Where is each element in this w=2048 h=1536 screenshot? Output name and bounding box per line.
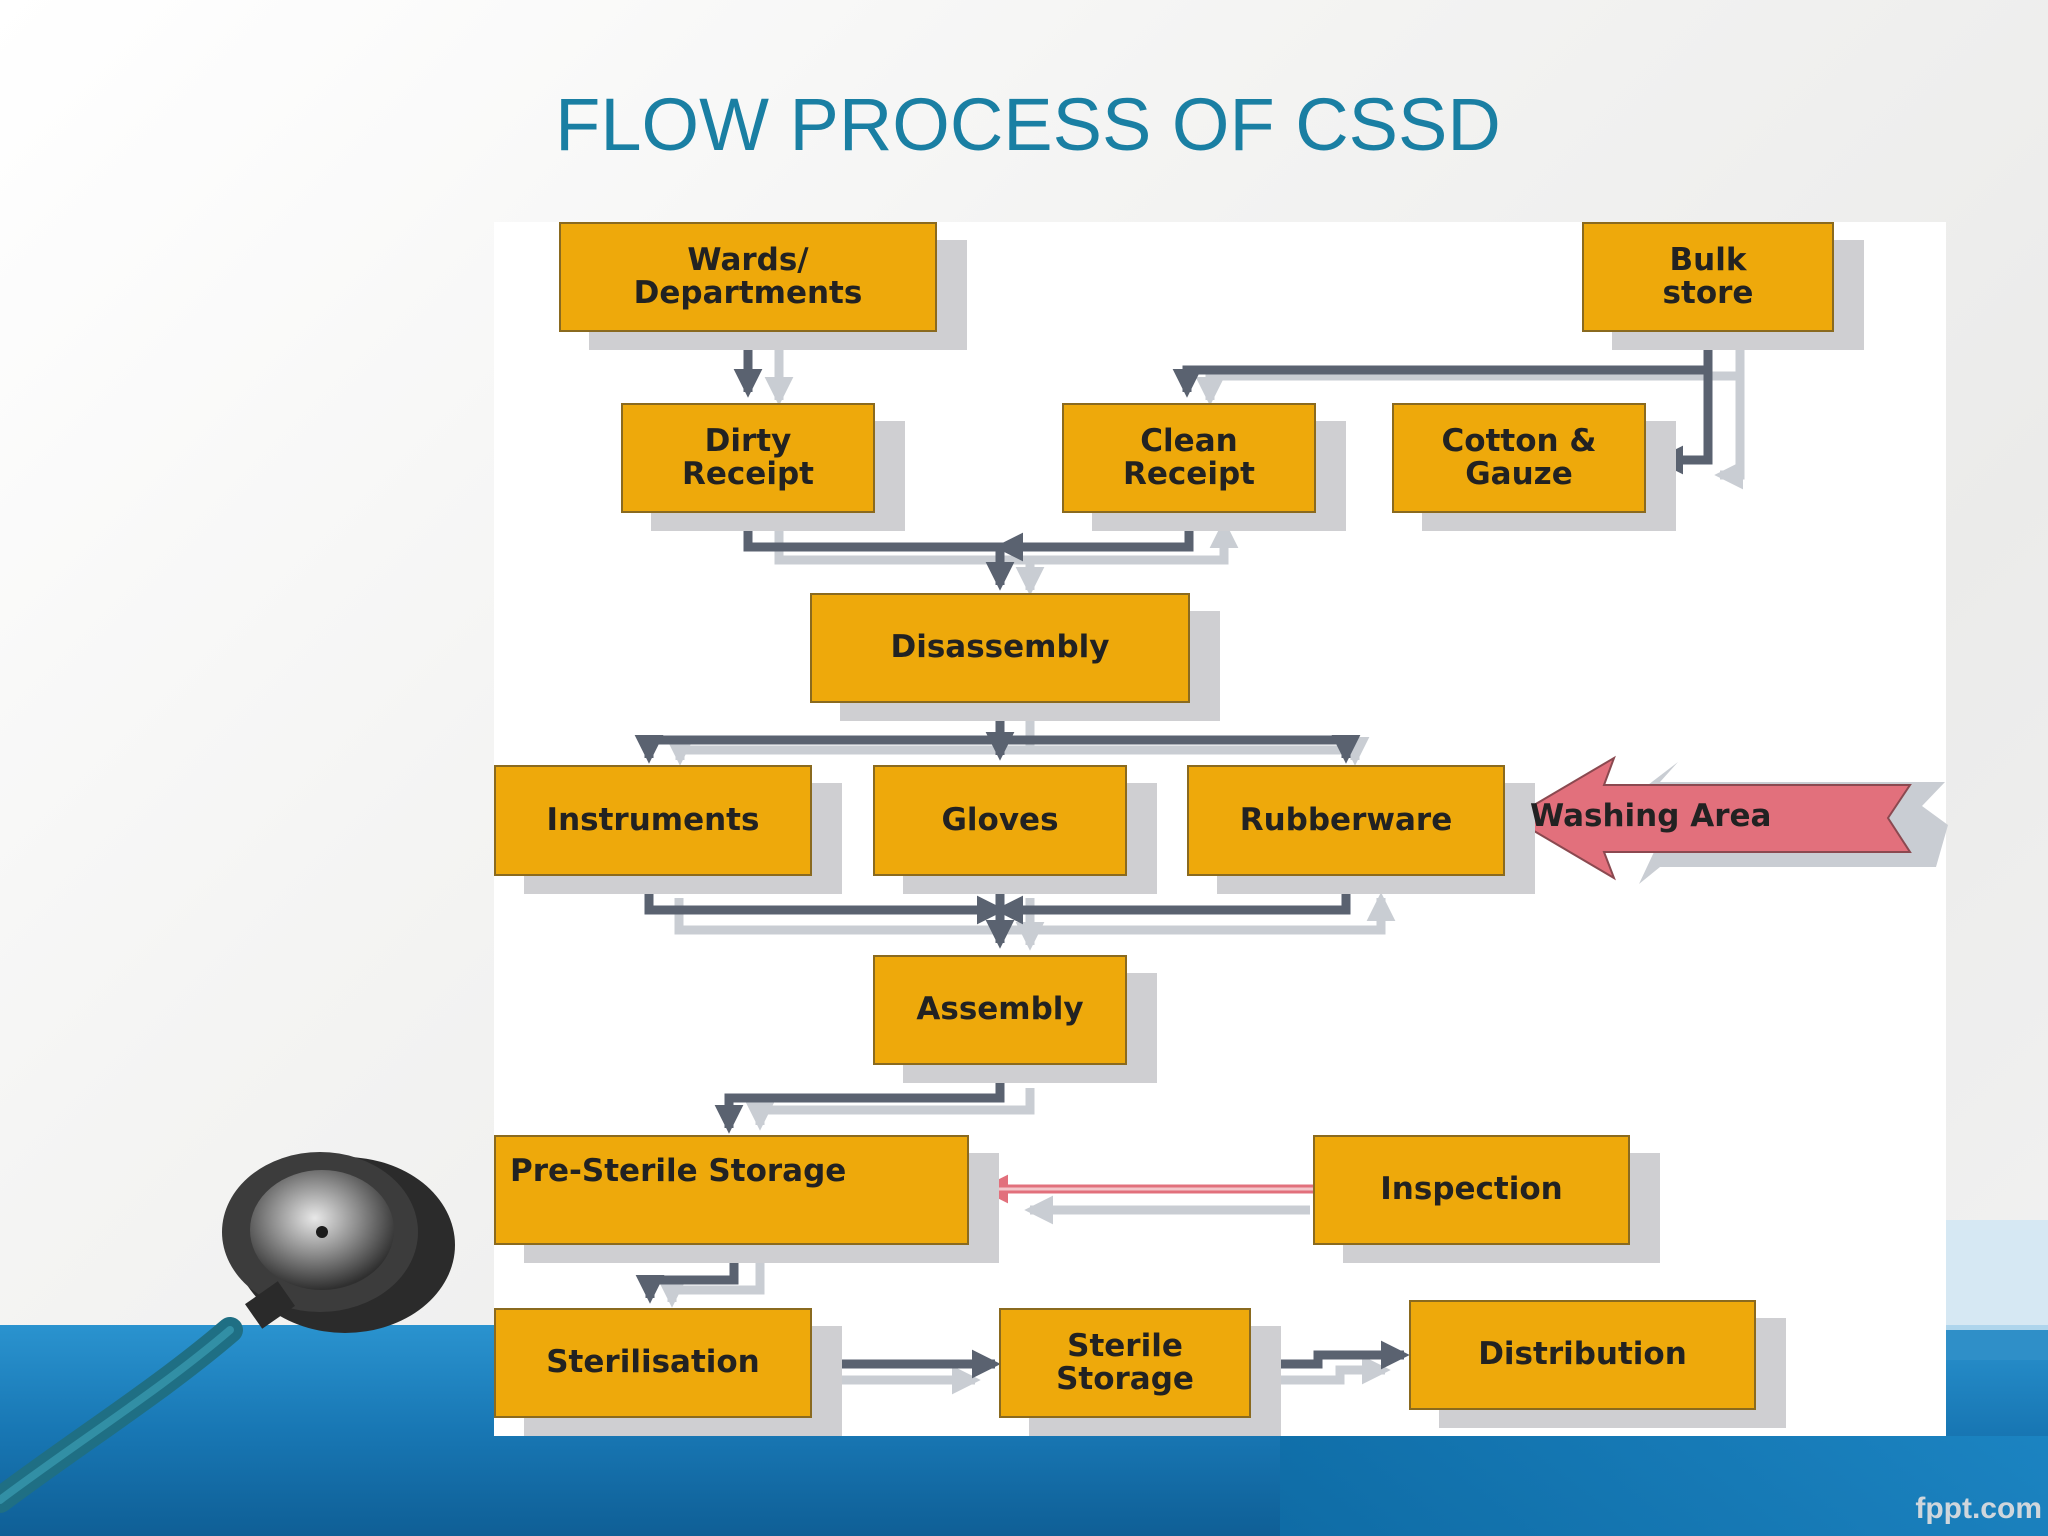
node-inspection: Inspection: [1313, 1135, 1630, 1245]
stethoscope-image: [0, 1152, 455, 1513]
node-sterilisation: Sterilisation: [494, 1308, 812, 1418]
node-instruments: Instruments: [494, 765, 812, 876]
node-washing-area: Washing Area: [1530, 798, 1772, 834]
edge-instruments-assembly: [644, 875, 1006, 925]
node-gloves: Gloves: [873, 765, 1127, 876]
node-clean-receipt: Clean Receipt: [1062, 403, 1316, 513]
node-wards-departments: Wards/ Departments: [559, 222, 937, 332]
edge-disassembly-rubberware: [1000, 734, 1361, 764]
edge-rubberware-assembly: [994, 875, 1351, 925]
node-dirty-receipt: Dirty Receipt: [621, 403, 875, 513]
node-distribution: Distribution: [1409, 1300, 1756, 1410]
edge-disassembly-instruments: [634, 734, 1000, 764]
node-bulk-store: Bulk store: [1582, 222, 1834, 332]
edge-presterile-sterilisation: [635, 1244, 739, 1304]
edge-clean-disassembly: [994, 512, 1194, 562]
edge-dirty-disassembly: [743, 512, 1015, 591]
footer-brand: fppt.com: [1915, 1492, 2042, 1525]
node-sterile-storage: Sterile Storage: [999, 1308, 1251, 1418]
edge-assembly-presterile: [714, 1064, 1005, 1134]
slide-title: FLOW PROCESS OF CSSD: [555, 83, 1501, 166]
node-assembly: Assembly: [873, 955, 1127, 1065]
edge-sterile-distribution: [1250, 1340, 1410, 1370]
edge-bulk-clean: [1172, 365, 1708, 398]
node-pre-sterile-storage: Pre-Sterile Storage: [494, 1135, 969, 1245]
node-cotton-gauze: Cotton & Gauze: [1392, 403, 1646, 513]
washing-area-arrow: [1510, 755, 1948, 884]
node-disassembly: Disassembly: [810, 593, 1190, 703]
edge-bulk-cotton: [1654, 331, 1713, 475]
node-rubberware: Rubberware: [1187, 765, 1505, 876]
